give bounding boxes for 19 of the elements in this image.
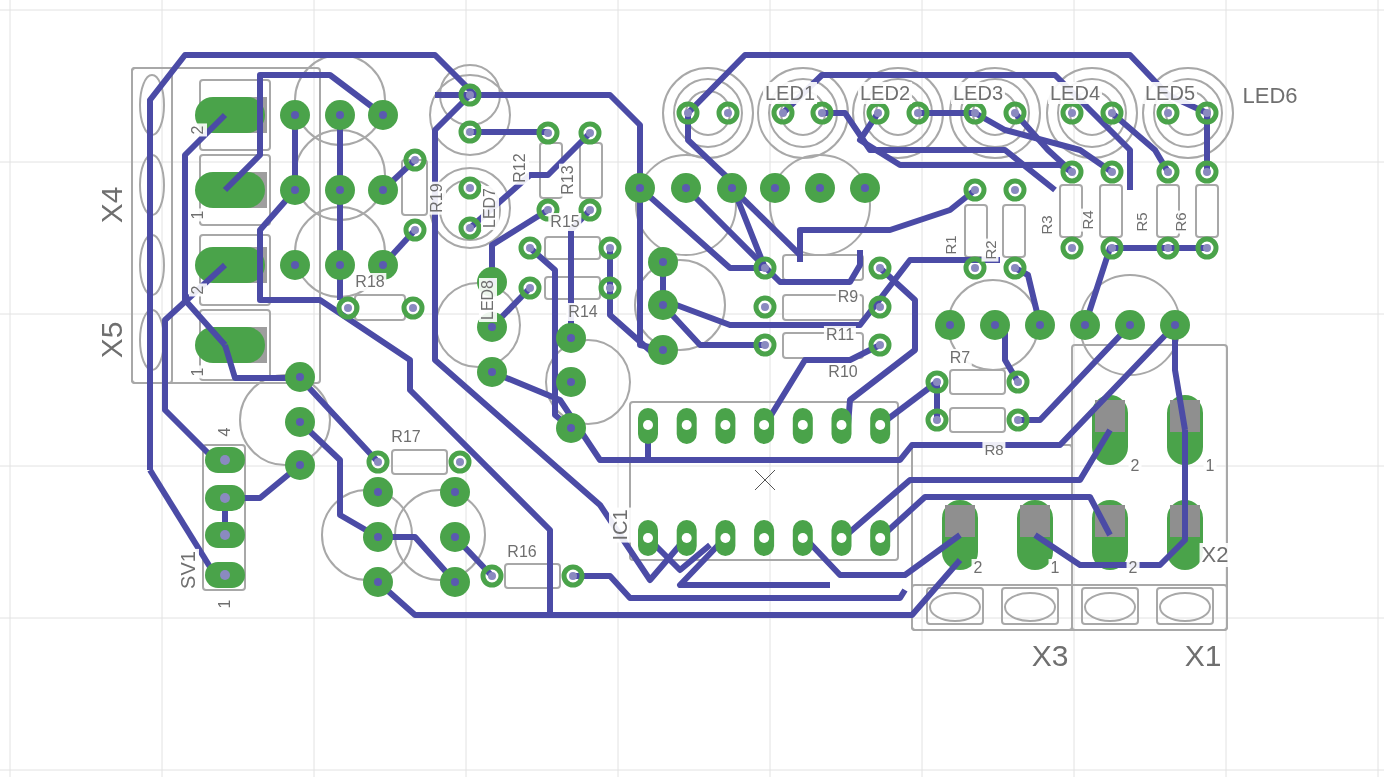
component-label: R14 [566,303,600,321]
component-label: LED3 [951,82,1005,104]
component-label: R2 [981,238,999,262]
component-label: LED4 [1048,82,1102,104]
component-label: R18 [353,273,387,291]
component-label: R12 [511,151,529,185]
component-label: LED5 [1143,82,1197,104]
component-label: LED1 [763,82,817,104]
component-label: X2 [1199,543,1231,567]
component-label: LED8 [479,278,497,322]
component-label: LED2 [858,82,912,104]
component-label: LED7 [481,186,499,230]
component-label: R8 [982,440,1006,458]
component-label: 2 [189,283,207,297]
component-label: 2 [189,123,207,137]
component-label: R4 [1078,208,1096,232]
component-label: R15 [548,213,582,231]
component-label: IC1 [609,507,631,543]
component-label: R19 [428,181,446,215]
